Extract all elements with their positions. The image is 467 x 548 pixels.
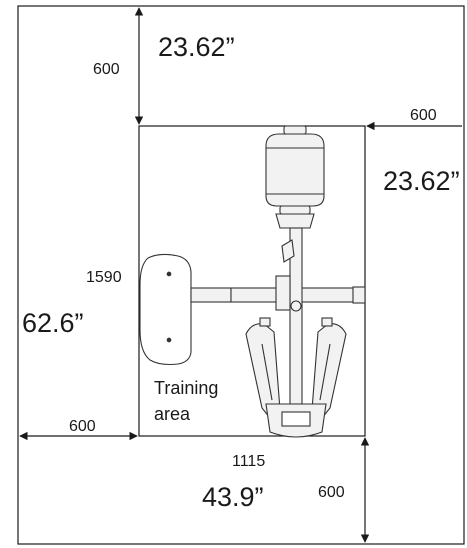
rail-end-cap: [352, 286, 366, 304]
right-clearance-in: 23.62”: [383, 166, 460, 196]
width-in: 43.9”: [202, 482, 264, 512]
training-area-boundary: [138, 125, 366, 437]
length-mm: 1590: [86, 269, 122, 286]
foot-rests: [245, 317, 347, 419]
top-clearance-mm: 600: [93, 61, 120, 78]
flywheel-housing: [265, 125, 325, 229]
seat-bracket: [190, 287, 232, 303]
training-area-label-line1: Training: [154, 378, 218, 398]
seat-pad: [139, 253, 192, 366]
length-in: 62.6”: [22, 308, 84, 338]
machine-top-view: [139, 125, 366, 438]
training-area-label-line2: area: [154, 404, 191, 424]
bottom-clearance-mm: 600: [318, 484, 345, 501]
left-clearance-mm: 600: [69, 418, 96, 435]
clearance-boundary: [17, 5, 465, 545]
right-clearance-mm: 600: [410, 107, 437, 124]
top-clearance-in: 23.62”: [158, 32, 235, 62]
width-mm: 1115: [232, 453, 265, 470]
